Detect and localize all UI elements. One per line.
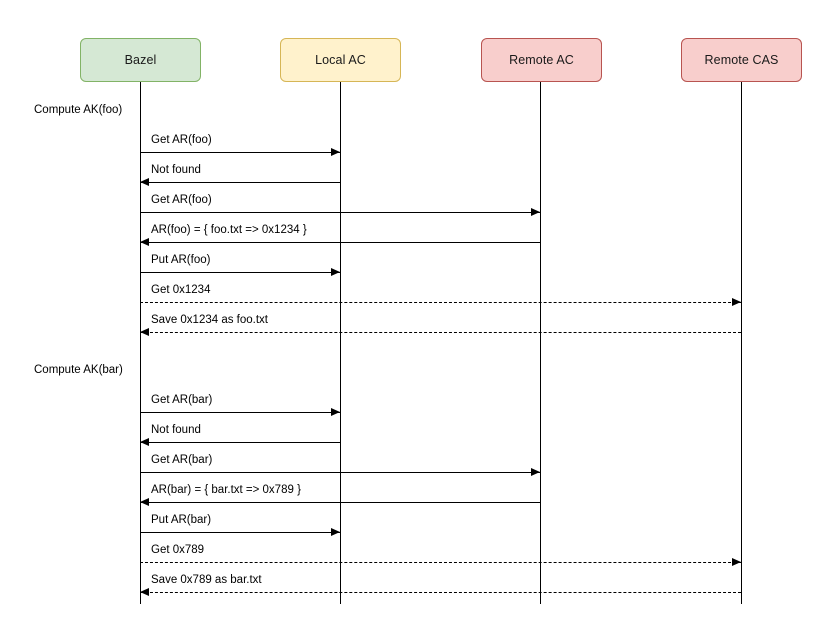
message-label-put-ar-foo: Put AR(foo) (151, 254, 211, 266)
lifeline-remote-ac (540, 82, 541, 604)
arrowhead-right-icon (331, 268, 340, 276)
participant-label: Remote CAS (704, 53, 779, 67)
message-line-get-ar-foo-local (140, 152, 340, 153)
message-label-get-0x789: Get 0x789 (151, 544, 205, 556)
arrowhead-left-icon (140, 328, 149, 336)
message-line-get-ar-bar-local (140, 412, 340, 413)
message-label-get-ar-bar-local: Get AR(bar) (151, 394, 213, 406)
participant-bazel[interactable]: Bazel (80, 38, 201, 82)
participant-local-ac[interactable]: Local AC (280, 38, 401, 82)
arrowhead-right-icon (732, 298, 741, 306)
note-note-foo: Compute AK(foo) (34, 104, 123, 116)
message-line-not-found-bar (140, 442, 340, 443)
message-line-get-ar-foo-remote (140, 212, 540, 213)
message-line-put-ar-bar (140, 532, 340, 533)
message-line-save-0x1234 (140, 332, 741, 333)
message-label-ar-bar-result: AR(bar) = { bar.txt => 0x789 } (151, 484, 301, 496)
arrowhead-left-icon (140, 238, 149, 246)
arrowhead-right-icon (531, 468, 540, 476)
participant-label: Local AC (315, 53, 366, 67)
note-note-bar: Compute AK(bar) (34, 364, 123, 376)
message-line-get-0x789 (140, 562, 741, 563)
message-line-get-ar-bar-remote (140, 472, 540, 473)
message-line-save-0x789 (140, 592, 741, 593)
message-label-get-ar-foo-remote: Get AR(foo) (151, 194, 212, 206)
message-label-save-0x1234: Save 0x1234 as foo.txt (151, 314, 268, 326)
message-line-ar-foo-result (140, 242, 540, 243)
message-label-save-0x789: Save 0x789 as bar.txt (151, 574, 262, 586)
message-line-ar-bar-result (140, 502, 540, 503)
participant-remote-ac[interactable]: Remote AC (481, 38, 602, 82)
participant-label: Remote AC (509, 53, 574, 67)
lifeline-remote-cas (741, 82, 742, 604)
message-line-get-0x1234 (140, 302, 741, 303)
arrowhead-right-icon (331, 148, 340, 156)
lifeline-bazel (140, 82, 141, 604)
arrowhead-left-icon (140, 588, 149, 596)
arrowhead-left-icon (140, 438, 149, 446)
message-label-ar-foo-result: AR(foo) = { foo.txt => 0x1234 } (151, 224, 307, 236)
arrowhead-right-icon (732, 558, 741, 566)
message-label-get-ar-foo-local: Get AR(foo) (151, 134, 212, 146)
message-line-put-ar-foo (140, 272, 340, 273)
message-label-not-found-foo: Not found (151, 164, 201, 176)
message-label-put-ar-bar: Put AR(bar) (151, 514, 212, 526)
arrowhead-left-icon (140, 178, 149, 186)
arrowhead-right-icon (531, 208, 540, 216)
arrowhead-right-icon (331, 528, 340, 536)
arrowhead-left-icon (140, 498, 149, 506)
message-label-get-0x1234: Get 0x1234 (151, 284, 211, 296)
lifeline-local-ac (340, 82, 341, 604)
message-label-get-ar-bar-remote: Get AR(bar) (151, 454, 213, 466)
participant-remote-cas[interactable]: Remote CAS (681, 38, 802, 82)
message-label-not-found-bar: Not found (151, 424, 201, 436)
message-line-not-found-foo (140, 182, 340, 183)
arrowhead-right-icon (331, 408, 340, 416)
participant-label: Bazel (124, 53, 157, 67)
